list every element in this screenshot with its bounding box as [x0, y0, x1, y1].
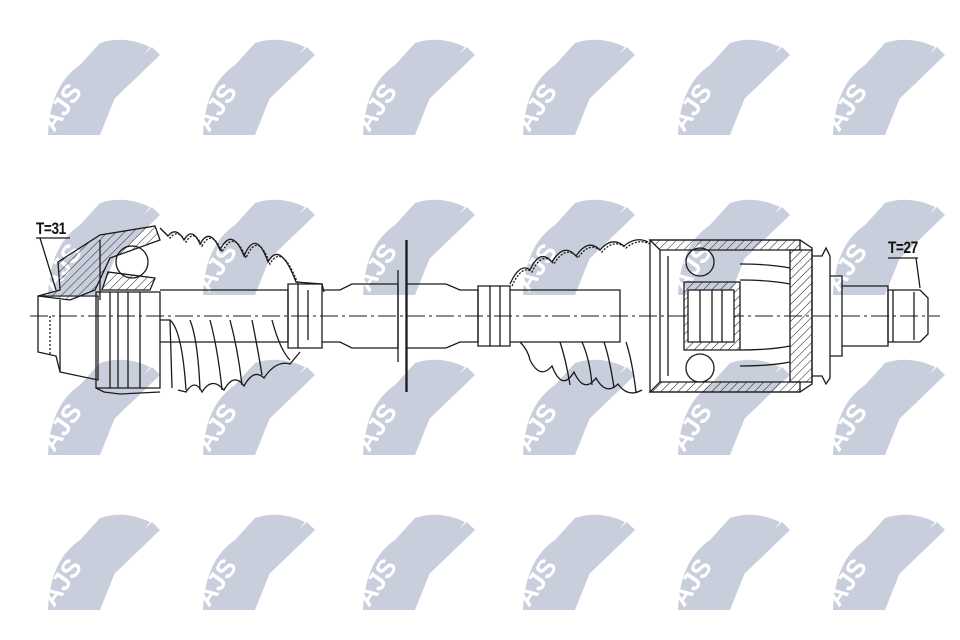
- teeth-count-left: T=31: [36, 219, 66, 238]
- leader-left: [36, 237, 70, 291]
- outer-boot: [159, 227, 325, 394]
- leader-right: [888, 257, 921, 289]
- shaft: [160, 240, 621, 392]
- outer-cv-joint: [37, 225, 173, 395]
- inner-boot: [509, 239, 651, 394]
- inner-cv-joint: [648, 239, 831, 393]
- stub-shaft: [830, 275, 929, 357]
- teeth-count-right: T=27: [888, 238, 918, 257]
